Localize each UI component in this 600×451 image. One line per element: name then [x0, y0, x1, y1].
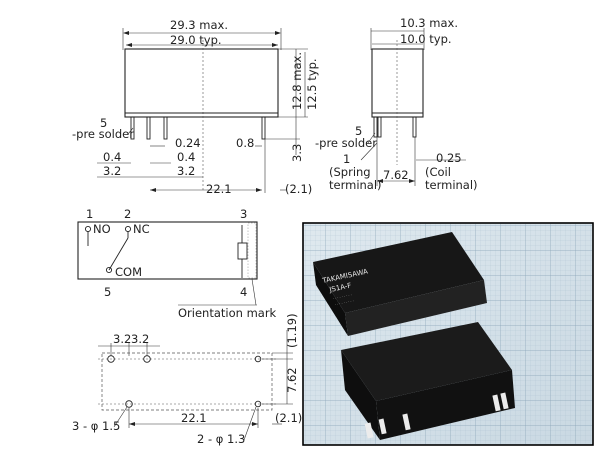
front-dim-3-2-mid: 3.2: [177, 164, 195, 178]
side-pin-note-num: 5: [355, 124, 362, 138]
front-width-typ: 29.0 typ.: [170, 33, 222, 47]
front-dim-0-24: 0.24: [175, 136, 201, 150]
side-spring-label-2: terminal): [329, 178, 382, 192]
front-dim-2-1: (2.1): [285, 182, 312, 196]
footprint-dim-7-62: 7.62: [285, 367, 299, 393]
pcb-footprint: 3.2 3.2 (1.19) 7.62 22.1 (2.1) 3 - φ 1.5…: [72, 313, 302, 446]
footprint-dim-3-2-a: 3.2: [113, 332, 131, 346]
relay-photo: TAKAMISAWA JS1A-F · · · · · · · · · · · …: [302, 222, 594, 446]
schematic-pin-2: 2: [124, 207, 131, 221]
coil-symbol: [237, 242, 248, 260]
schematic-pin-5: 5: [104, 285, 111, 299]
side-width-typ: 10.0 typ.: [400, 32, 452, 46]
footprint-dim-3-2-b: 3.2: [131, 332, 149, 346]
side-view: 10.3 max. 10.0 typ. 5 -pre solder 1 (Spr…: [315, 16, 478, 192]
schematic-com-label: COM: [115, 265, 142, 279]
relay-front-body: [124, 48, 279, 118]
front-dim-0-4-left: 0.4: [103, 150, 121, 164]
footprint-dim-1-19: (1.19): [285, 313, 299, 348]
front-height-max: 12.8 max.: [290, 52, 304, 110]
svg-text:· · · · · · · · ·: · · · · · · · · ·: [332, 293, 352, 301]
front-height-typ: 12.5 typ.: [305, 58, 319, 110]
front-pin-note-num: 5: [100, 116, 107, 130]
side-pin-note-text: -pre solder: [315, 136, 377, 150]
side-dim-7-62: 7.62: [383, 168, 409, 182]
schematic-nc-label: NC: [133, 222, 150, 236]
svg-text:· · · · · · · · ·: · · · · · · · · ·: [334, 299, 354, 307]
schematic-pin-1: 1: [86, 207, 93, 221]
front-dim-3-2-left: 3.2: [103, 164, 121, 178]
front-dim-3-3: 3.3: [290, 144, 304, 162]
footprint-dim-22-1: 22.1: [181, 411, 207, 425]
footprint-outline: [101, 352, 273, 411]
relay-side-body: [371, 48, 424, 118]
schematic-no-label: NO: [93, 222, 111, 236]
terminal-schematic: 1 2 3 NO NC COM 5 4 Orientation mark: [77, 207, 277, 320]
schematic-pin-3: 3: [240, 207, 247, 221]
footprint-hole-b: 2 - φ 1.3: [197, 432, 245, 446]
front-pins: [130, 116, 266, 140]
footprint-hole-a: 3 - φ 1.5: [72, 419, 120, 433]
side-coil-label-1: (Coil: [425, 165, 451, 179]
side-width-max: 10.3 max.: [400, 16, 458, 30]
front-dim-22-1: 22.1: [206, 182, 232, 196]
orientation-mark-label: Orientation mark: [178, 306, 277, 320]
front-dim-0-8: 0.8: [236, 136, 254, 150]
front-dim-0-4-mid: 0.4: [177, 150, 195, 164]
schematic-pin-4: 4: [240, 285, 247, 299]
side-spring-label-1: (Spring: [329, 165, 371, 179]
front-pin-note-text: -pre solder: [72, 127, 134, 141]
side-dim-0-25: 0.25: [436, 151, 462, 165]
side-spring-num: 1: [343, 152, 350, 166]
footprint-dim-2-1: (2.1): [275, 411, 302, 425]
front-view: 29.3 max. 29.0 typ. 12.8 max. 12.5 typ. …: [72, 18, 319, 196]
side-coil-label-2: terminal): [425, 178, 478, 192]
schematic-body: [77, 221, 258, 280]
front-width-max: 29.3 max.: [170, 18, 228, 32]
